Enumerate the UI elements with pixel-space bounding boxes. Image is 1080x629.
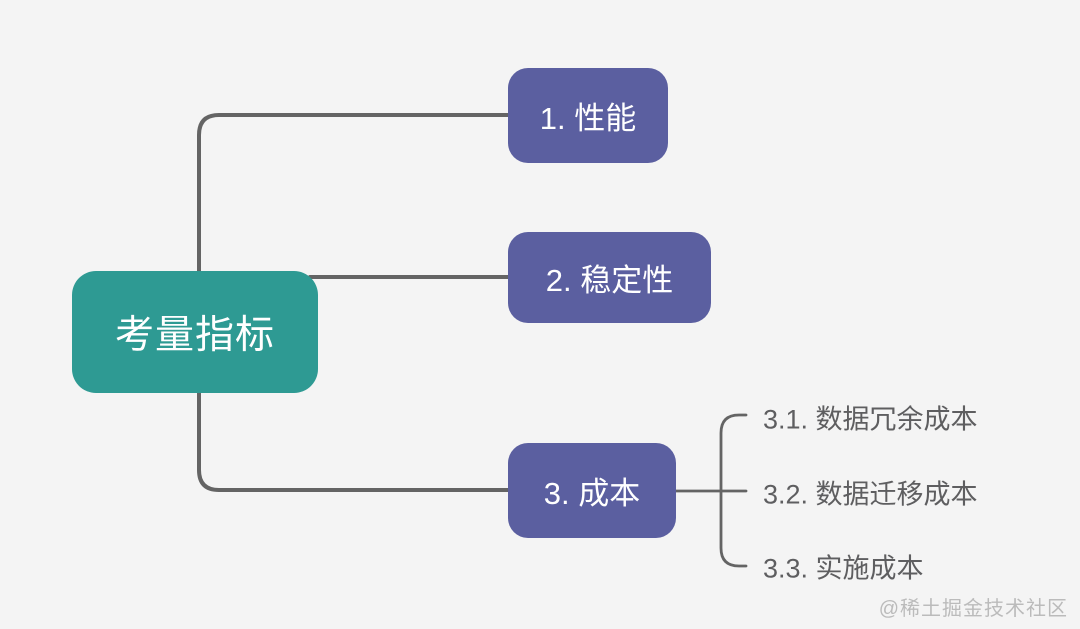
connector-root-to-cost [197,389,512,492]
subitem-data-redundancy-cost: 3.1. 数据冗余成本 [763,404,978,435]
node-performance: 1. 性能 [508,68,668,163]
node-stability: 2. 稳定性 [508,232,711,323]
node-cost: 3. 成本 [508,443,676,538]
connector-root-to-performance [197,113,512,276]
watermark-juejin-community: @稀土掘金技术社区 [878,598,1068,620]
subitem-implementation-cost: 3.3. 实施成本 [763,553,924,584]
subitem-data-migration-cost: 3.2. 数据迁移成本 [763,479,978,510]
root-node-consideration-metrics: 考量指标 [72,271,318,393]
